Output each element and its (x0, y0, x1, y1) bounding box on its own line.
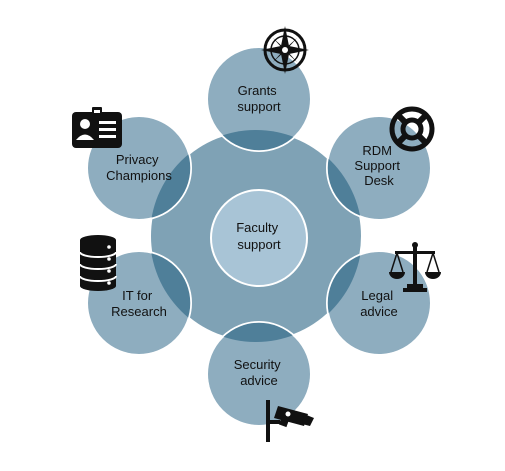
legal-label: Legal advice (360, 288, 398, 319)
grants-label: Grants support (237, 83, 281, 114)
privacy-label: Privacy Champions (106, 152, 172, 183)
security-label: Security advice (234, 357, 285, 388)
center-circle (210, 189, 308, 287)
database-icon (79, 235, 117, 291)
id-badge-icon (72, 107, 122, 148)
center-label: Faculty support (236, 220, 282, 252)
compass-icon (261, 26, 309, 74)
lifebuoy-icon (389, 106, 435, 152)
security-camera-icon (266, 400, 314, 442)
it-label: IT for Research (111, 288, 167, 319)
satellite-outlines (86, 46, 432, 427)
scales-icon (389, 242, 441, 292)
rdm-label: RDM Support Desk (354, 143, 403, 188)
